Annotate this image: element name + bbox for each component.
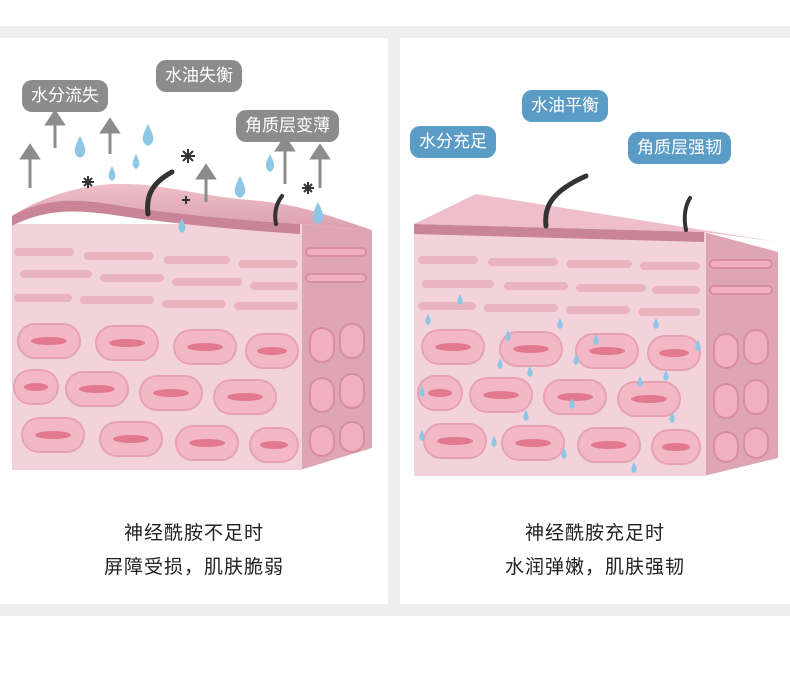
up-arrow-icon: [19, 109, 331, 202]
skin-cells: [13, 247, 367, 463]
tag-oil-balance: 水油平衡: [522, 90, 608, 122]
healthy-skin-panel: 水分充足 水油平衡 角质层强韧 神经酰胺充足时 水润弹嫩，肌肤强韧: [400, 38, 790, 604]
left-caption-line1: 神经酰胺不足时: [123, 522, 264, 544]
tag-sufficient-moisture: 水分充足: [410, 126, 496, 158]
water-drop-icon: [419, 294, 701, 473]
tag-oil-imbalance: 水油失衡: [156, 60, 242, 92]
center-divider: [388, 38, 400, 604]
right-caption-line2: 水润弹嫩，肌肤强韧: [504, 556, 685, 578]
top-divider: [0, 26, 790, 38]
healthy-skin-illustration: [414, 173, 778, 476]
tag-thin-stratum: 角质层变薄: [236, 110, 339, 142]
water-drop-icon: [74, 124, 324, 233]
left-caption-line2: 屏障受损，肌肤脆弱: [103, 556, 284, 578]
hair-strand-icon: [273, 194, 284, 226]
hair-strand-icon: [682, 196, 692, 232]
tag-strong-stratum: 角质层强韧: [628, 132, 731, 164]
skin-cells: [417, 259, 773, 465]
hair-strand-icon: [543, 173, 589, 229]
damaged-skin-panel: 水分流失 水油失衡 角质层变薄 神经酰胺不足时 屏障受损，肌肤脆弱: [0, 38, 388, 604]
damaged-skin-illustration: [12, 109, 372, 470]
hair-strand-icon: [145, 169, 175, 217]
dirt-particle-icon: [82, 149, 314, 204]
bottom-divider: [0, 604, 790, 616]
right-caption-line1: 神经酰胺充足时: [524, 522, 665, 544]
tag-moisture-loss: 水分流失: [22, 80, 108, 112]
